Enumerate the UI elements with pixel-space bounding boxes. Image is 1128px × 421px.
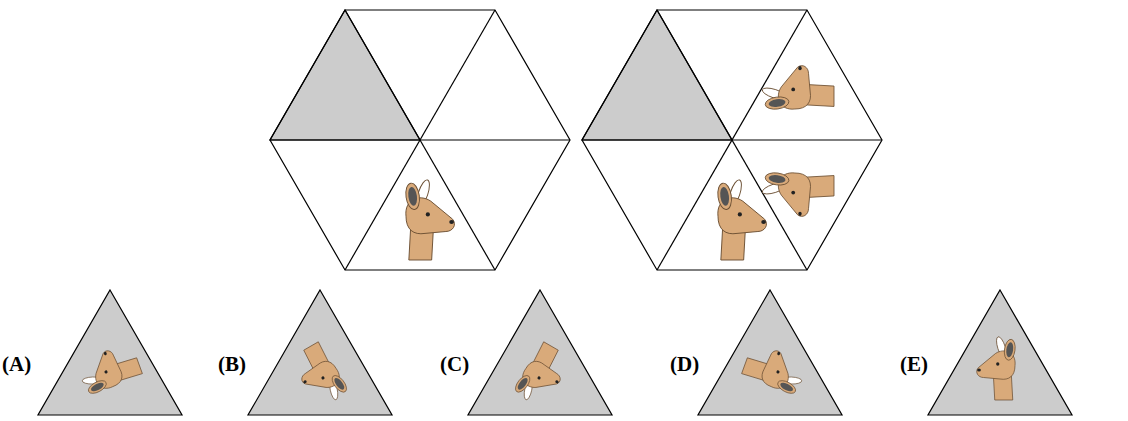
option-label: (C) [440,352,469,377]
hexagon-right [582,10,882,270]
option-label: (A) [2,352,31,377]
option-label: (D) [670,352,699,377]
hexagon-left [270,10,570,270]
option-label: (B) [218,352,246,377]
option-triangles [38,290,1072,415]
option-label: (E) [900,352,928,377]
